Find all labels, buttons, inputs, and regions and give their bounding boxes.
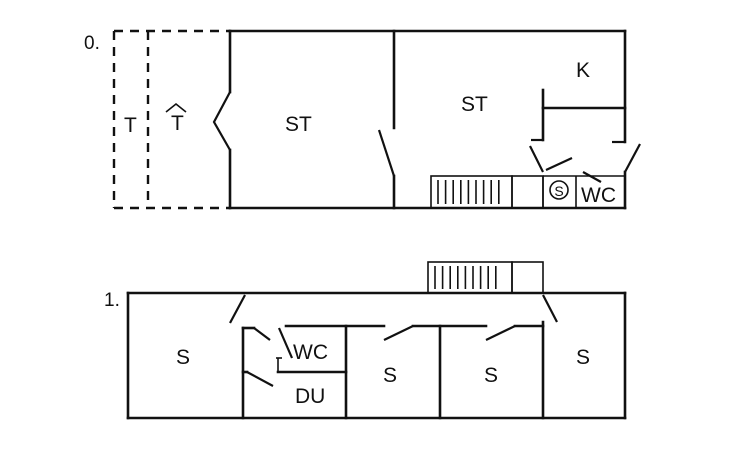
first-floor-stairs [427, 261, 544, 294]
toilet-label: WC [581, 184, 616, 207]
kitchen-door [624, 143, 641, 173]
shower-door [529, 145, 544, 173]
bedroom-1-door [229, 294, 246, 324]
first-floor-level-label: 1. [104, 290, 120, 311]
kitchen-label: K [576, 59, 590, 82]
first-floor-walls [126, 291, 627, 420]
wc-door-b [277, 327, 294, 359]
bedroom-4-door [542, 294, 558, 323]
shower-symbol [549, 180, 569, 200]
toilet-door [582, 171, 602, 183]
living-room-right-label: ST [461, 93, 488, 116]
bathroom-label: DU [295, 385, 325, 408]
living-room-left-label: ST [285, 113, 312, 136]
bedroom-2-label: S [383, 364, 397, 387]
bedroom-3-label: S [484, 364, 498, 387]
ground-floor-level-label: 0. [84, 33, 100, 54]
bedroom-4-label: S [576, 346, 590, 369]
shower-label: S [554, 183, 563, 199]
bathroom-door [246, 371, 274, 387]
terrace-outline [112, 29, 230, 210]
ground-floor: 0. [84, 29, 641, 210]
bedroom-2-door [383, 325, 414, 341]
bedroom-1-label: S [176, 346, 190, 369]
bedroom-3-door [485, 325, 516, 341]
toilet-label: WC [293, 341, 328, 364]
ground-floor-doors [212, 91, 641, 183]
terrace-door [212, 91, 231, 151]
ground-floor-stairs [430, 175, 544, 209]
first-floor-doors [229, 294, 558, 387]
living-door [377, 129, 396, 177]
arrow-up-icon [165, 102, 187, 113]
first-floor: 1. [104, 261, 627, 420]
terrace-label: T [124, 114, 137, 137]
stair-up-label: T [171, 112, 184, 135]
wc-door-a [253, 327, 271, 341]
